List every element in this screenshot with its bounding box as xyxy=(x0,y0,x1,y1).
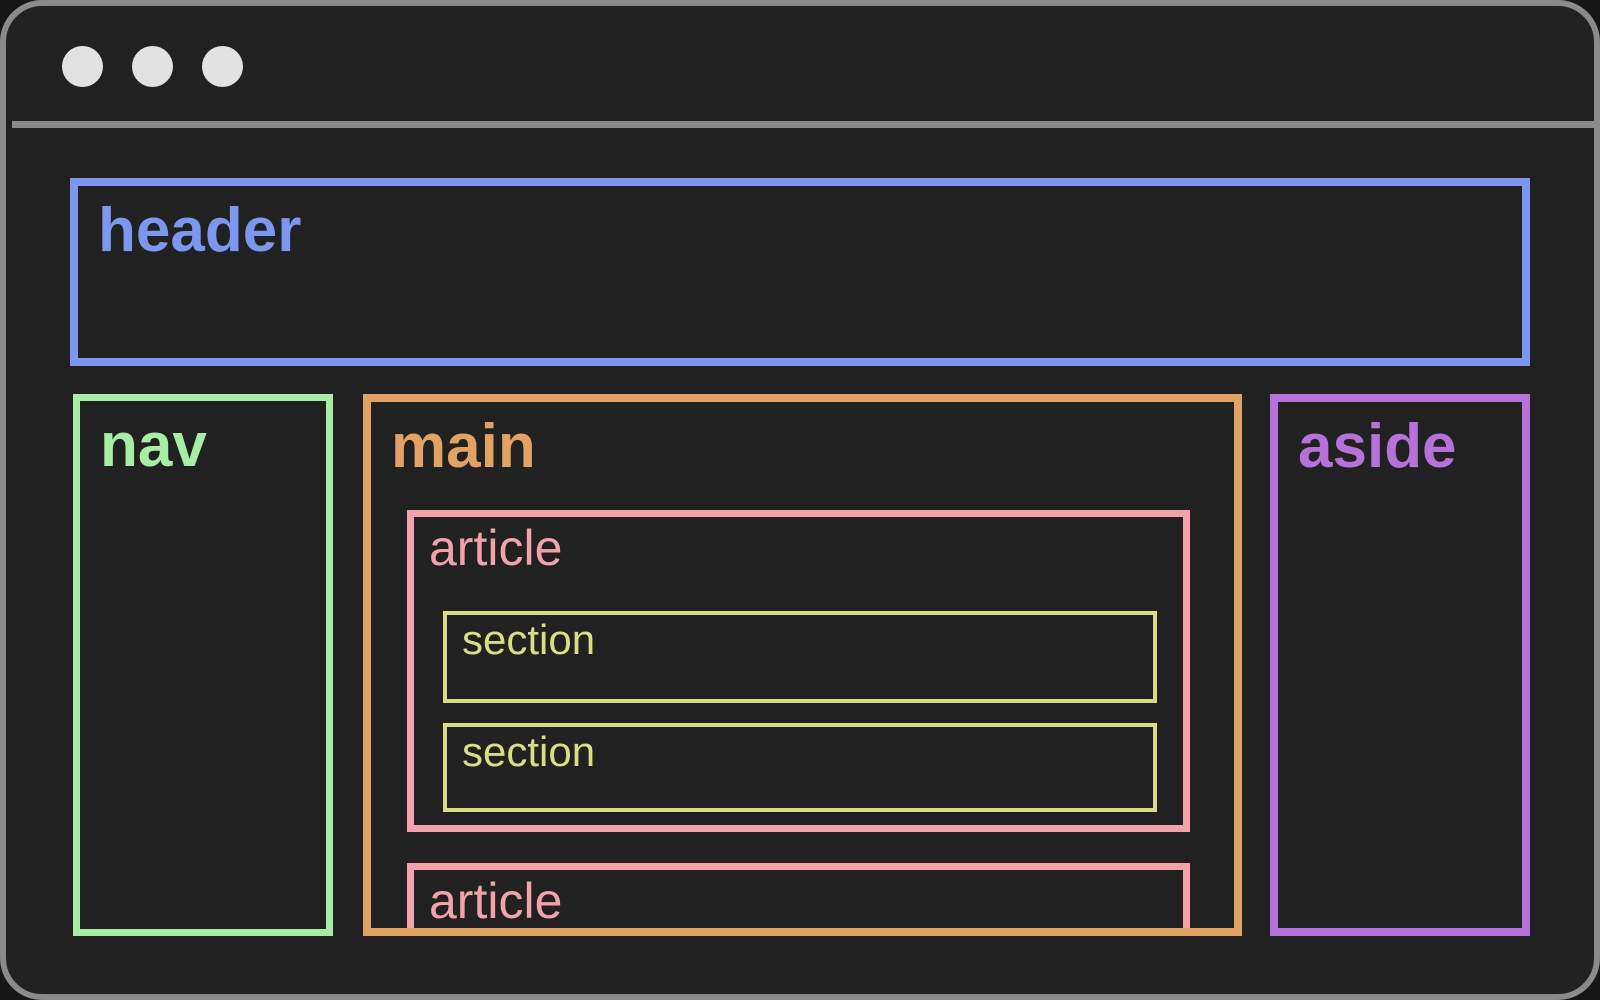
header-label: header xyxy=(98,196,302,265)
main-label: main xyxy=(391,412,536,481)
article-label: article xyxy=(429,873,563,929)
nav-label: nav xyxy=(100,411,207,480)
article-box-clipped: article xyxy=(407,863,1190,929)
section-label: section xyxy=(462,616,596,663)
window-dot-icon xyxy=(132,46,173,87)
article-label: article xyxy=(429,520,563,576)
aside-box: aside xyxy=(1270,394,1530,936)
main-box: main article section section article xyxy=(363,394,1242,936)
nav-box: nav xyxy=(73,394,333,936)
window-titlebar xyxy=(12,12,1600,128)
section-label: section xyxy=(462,728,596,775)
window-dot-icon xyxy=(202,46,243,87)
article-box: article section section xyxy=(407,510,1190,832)
window-dot-icon xyxy=(62,46,103,87)
aside-label: aside xyxy=(1298,412,1457,481)
section-box: section xyxy=(443,723,1157,812)
header-box: header xyxy=(70,178,1530,366)
section-box: section xyxy=(443,611,1157,703)
